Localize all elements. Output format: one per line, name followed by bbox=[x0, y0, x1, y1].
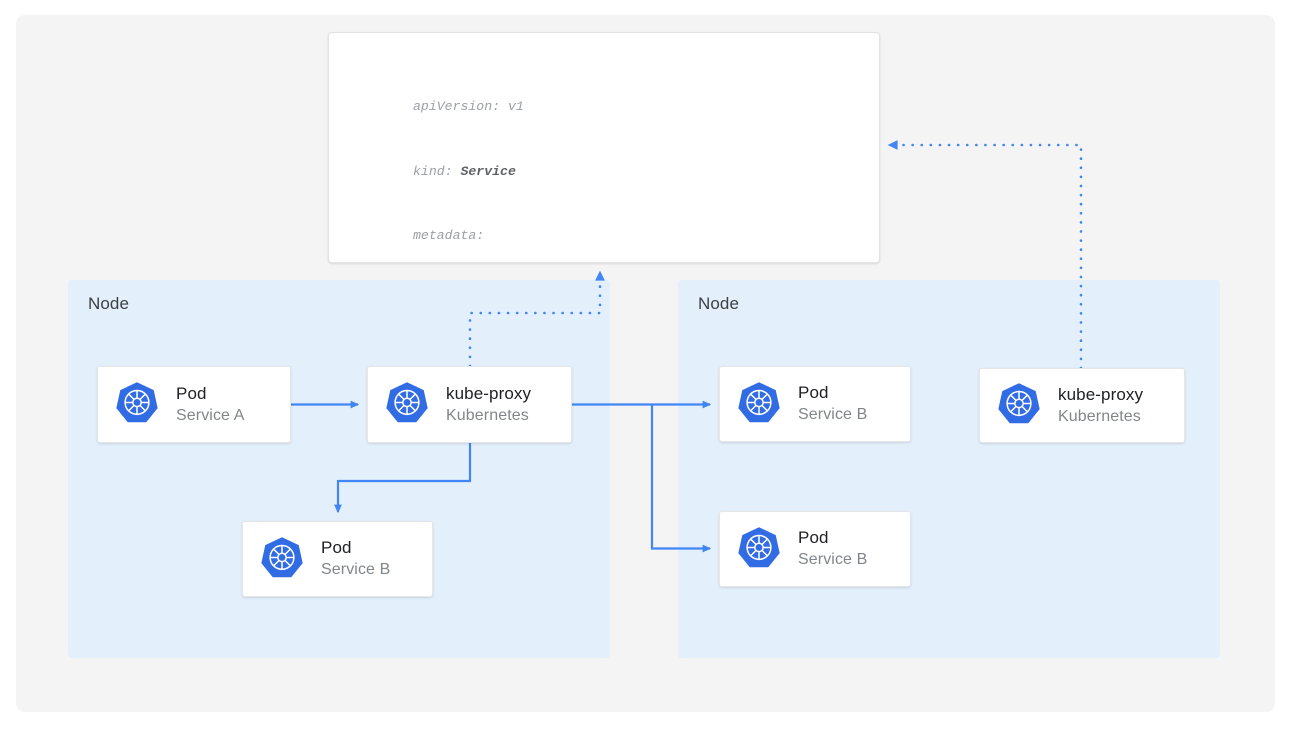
card-text: Pod Service B bbox=[321, 537, 390, 581]
card-subtitle: Service B bbox=[321, 561, 391, 578]
card-subtitle: Service A bbox=[176, 406, 245, 424]
card-subtitle: Kubernetes bbox=[446, 406, 529, 424]
card-title: Pod bbox=[176, 383, 207, 403]
service-spec-card: apiVersion: v1 kind: Service metadata: n… bbox=[328, 32, 880, 263]
node-label-right: Node bbox=[698, 294, 740, 313]
card-pod-service-a[interactable]: Pod Service A bbox=[97, 366, 291, 443]
card-title: Pod bbox=[321, 538, 352, 557]
card-text: Pod Service B bbox=[798, 527, 867, 571]
card-pod-service-b-local[interactable]: Pod Service B bbox=[242, 521, 433, 597]
card-pod-service-b-remote-top[interactable]: Pod Service B bbox=[719, 366, 911, 442]
kubernetes-icon bbox=[737, 380, 781, 429]
node-container-right: Node bbox=[678, 280, 1220, 658]
kubernetes-icon bbox=[260, 535, 304, 584]
card-title: Pod bbox=[798, 383, 829, 402]
card-title: kube-proxy bbox=[446, 383, 532, 403]
card-text: kube-proxy Kubernetes bbox=[1058, 384, 1143, 428]
card-subtitle: Kubernetes bbox=[1058, 407, 1141, 425]
card-pod-service-b-remote-bottom[interactable]: Pod Service B bbox=[719, 511, 911, 587]
yaml-line: metadata: bbox=[413, 228, 485, 243]
card-kube-proxy-right[interactable]: kube-proxy Kubernetes bbox=[979, 368, 1185, 443]
kubernetes-icon bbox=[997, 381, 1041, 430]
kubernetes-icon bbox=[737, 525, 781, 574]
yaml-line: apiVersion: v1 bbox=[413, 99, 524, 114]
card-text: Pod Service B bbox=[798, 382, 867, 426]
yaml-line: kind: Service bbox=[413, 163, 516, 179]
card-title: kube-proxy bbox=[1058, 384, 1144, 404]
card-text: Pod Service A bbox=[176, 383, 245, 427]
card-text: kube-proxy Kubernetes bbox=[446, 383, 531, 427]
node-container-left: Node bbox=[68, 280, 610, 658]
service-spec-yaml: apiVersion: v1 kind: Service metadata: n… bbox=[413, 53, 737, 262]
kubernetes-icon bbox=[385, 380, 429, 429]
card-title: Pod bbox=[798, 528, 829, 547]
card-kube-proxy-left[interactable]: kube-proxy Kubernetes bbox=[367, 366, 572, 443]
card-subtitle: Service B bbox=[798, 406, 868, 423]
card-subtitle: Service B bbox=[798, 551, 868, 568]
kubernetes-icon bbox=[115, 380, 159, 429]
node-label-left: Node bbox=[88, 294, 130, 313]
